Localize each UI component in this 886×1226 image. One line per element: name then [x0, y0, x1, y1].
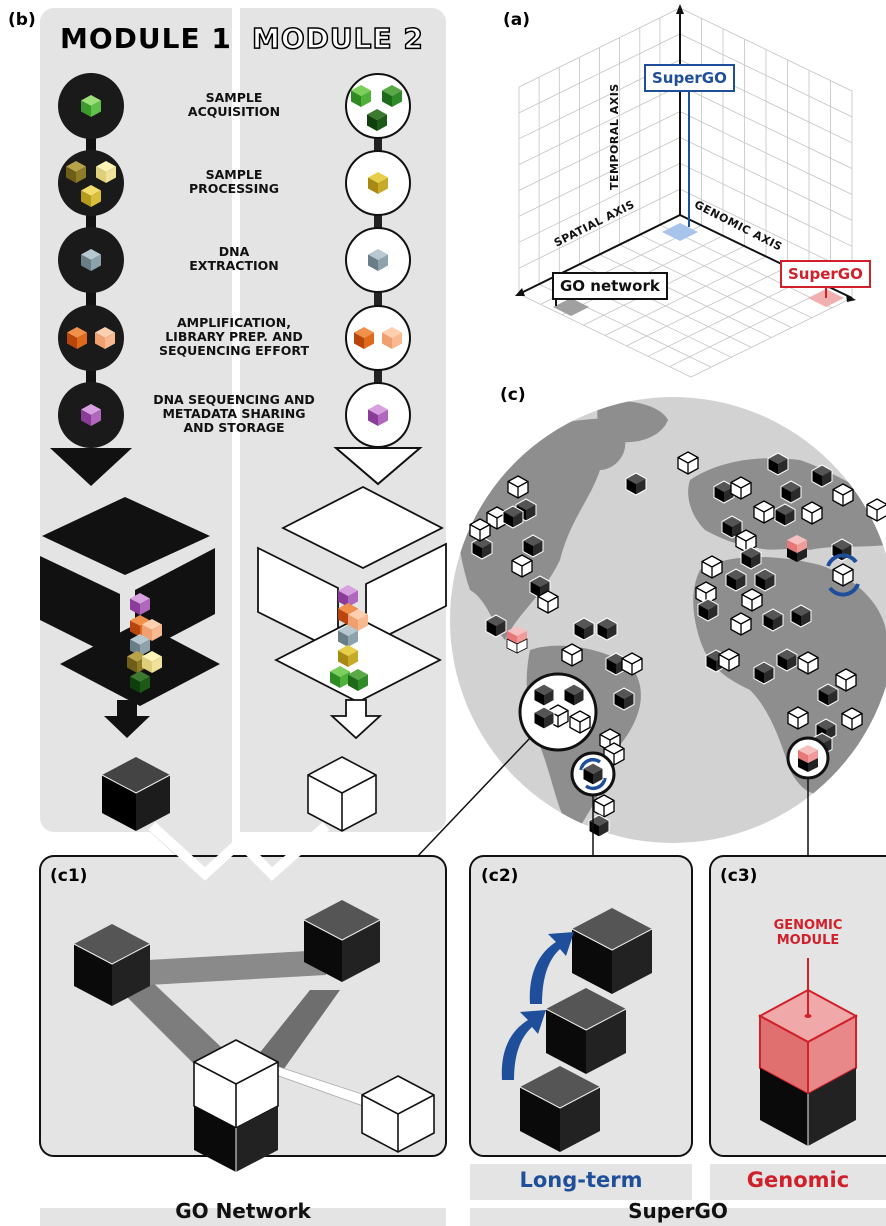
panel-label-a: (a)	[503, 10, 531, 30]
network-node-stacked	[193, 1039, 279, 1172]
module1-small-arrow	[104, 700, 150, 738]
supergo-temporal-tag: SuperGO	[644, 64, 735, 92]
longterm-label: Long-term	[519, 1168, 643, 1192]
module2-arrow-down	[333, 447, 423, 486]
network-node-2	[303, 900, 381, 982]
temporal-cell	[662, 223, 698, 241]
supergo-genomic-tag: SuperGO	[780, 260, 871, 288]
panel-label-c1: (c1)	[50, 866, 88, 886]
magnifier-genomic-content	[798, 745, 818, 772]
panel-label-b: (b)	[8, 10, 36, 30]
module1-result-cube	[101, 757, 171, 831]
panel-label-c: (c)	[500, 385, 526, 405]
go-network-tag: GO network	[552, 272, 668, 300]
temporal-axis-label: TEMPORAL AXIS	[608, 83, 621, 190]
supergo-bottom-label: SuperGO	[628, 1199, 728, 1223]
genomic-label-box	[710, 1164, 886, 1200]
module1-arrow-down	[50, 448, 132, 486]
connector-lines	[415, 737, 809, 859]
magnifier-temporal-content	[579, 757, 607, 791]
panel-label-c2: (c2)	[481, 866, 519, 886]
network-node-1	[73, 924, 151, 1006]
rotation-arrows-europe	[826, 553, 860, 597]
module2-title: MODULE 2	[251, 21, 424, 56]
module1-title: MODULE 1	[60, 22, 232, 55]
genomic-module-cube	[757, 958, 859, 1146]
longterm-label-box	[470, 1164, 692, 1200]
module2-exploded-cube	[257, 485, 447, 704]
red-genomic-markers	[506, 535, 807, 654]
module1-exploded-cube	[40, 497, 220, 706]
genomic-label: Genomic	[746, 1168, 850, 1192]
network-node-white	[361, 1075, 435, 1153]
module2-small-arrow	[329, 699, 383, 740]
go-network-label-box	[40, 1208, 446, 1226]
longterm-cubes	[519, 908, 653, 1152]
module2-result-cube	[307, 756, 377, 832]
longterm-arrows	[501, 932, 574, 1080]
supergo-label-box	[470, 1208, 886, 1226]
spatial-cell	[553, 298, 589, 316]
module2-inner-cubes	[330, 585, 368, 691]
sample-cubes	[66, 85, 402, 426]
panel-label-c3: (c3)	[720, 866, 758, 886]
go-network-bottom-label: GO Network	[175, 1199, 311, 1223]
